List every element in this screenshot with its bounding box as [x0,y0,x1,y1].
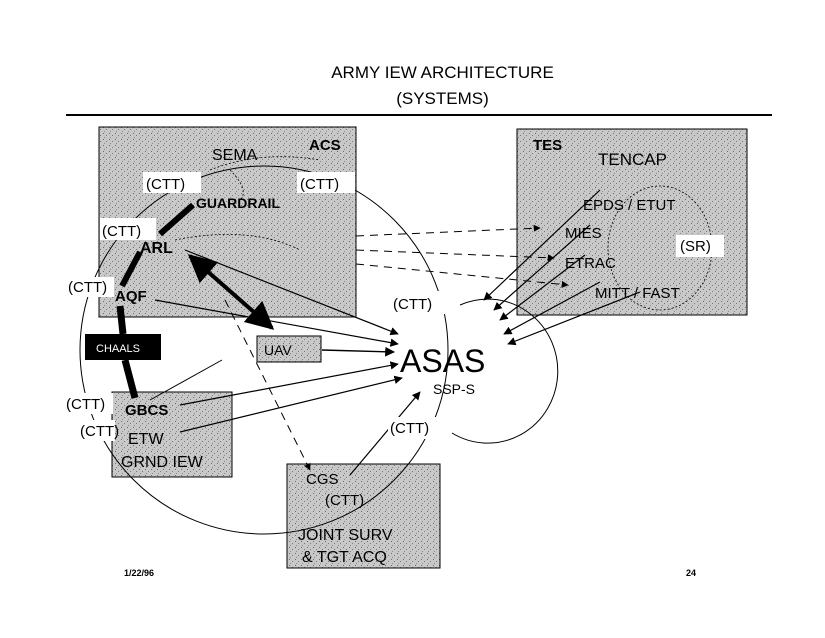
ctt-label-4: (CTT) [68,279,107,296]
dotted-sema-guardrail [229,169,244,201]
uav-label: UAV [264,342,292,358]
aqf-asas-arrow [154,299,399,347]
footer-page-number: 24 [686,568,697,578]
ctt-bg-8 [65,393,113,414]
ctt-bg-3 [100,218,156,240]
grnd-iew-label: GRND IEW [121,454,204,471]
arl-asas-arrow [184,249,399,336]
guardrail-arl-link [158,202,195,237]
etw-asas-arrow [179,375,403,433]
ctt-label-5: (CTT) [393,296,432,313]
cgs-label: CGS [306,471,339,488]
mies-label: MIES [565,225,602,242]
sema-label: SEMA [212,147,258,164]
ctt-bg-9 [79,420,115,441]
dashed-link-1 [355,224,541,237]
etrac-label: ETRAC [565,255,616,272]
diagram-subtitle: (SYSTEMS) [396,89,489,108]
joint-surv-panel [286,463,441,569]
ctt-bg-6 [676,235,724,257]
etw-label: ETW [128,431,164,448]
mitt-fast-label: MITT / FAST [595,285,680,302]
uav-box [256,335,322,363]
ctt-label-7: (CTT) [390,420,429,437]
joint-surv-label: JOINT SURV [298,527,393,544]
ssp-s-label: SSP-S [433,381,475,397]
ctt-bg-7 [388,417,450,439]
mitt-asas-arrow [503,281,601,335]
gbcs-aqf-arrow [149,359,223,401]
arl-uav-arrow [187,254,275,330]
ctt-label-2: (CTT) [300,176,339,193]
guardrail-label: GUARDRAIL [196,195,280,211]
ctt-bg-1 [143,172,201,193]
sr-label: (SR) [680,238,711,255]
ctt-label-3: (CTT) [102,223,141,240]
asas-circle [451,298,559,444]
ctt-bg-5 [390,291,450,314]
etrac-asas-arrow [493,224,591,311]
ctt-label-9: (CTT) [80,423,119,440]
diagram-title: ARMY IEW ARCHITECTURE [331,63,554,82]
ctt-label-1: (CTT) [146,176,185,193]
aqf-chaals-link [116,305,127,335]
chaals-label: CHAALS [96,343,140,355]
title-rule [66,114,772,116]
tes-label: TES [533,137,562,154]
mitt2-asas-arrow [507,291,641,346]
epds-etut-label: EPDS / ETUT [583,197,676,214]
dotted-arl-cluster [174,234,301,251]
dashed-link-cgs [224,299,311,471]
cgs-asas-arrow [349,391,421,476]
footer-date: 1/22/96 [124,568,155,578]
tgt-acq-label: & TGT ACQ [302,549,387,566]
dashed-link-3 [355,263,569,288]
tencap-label: TENCAP [598,150,667,169]
gbcs-label: GBCS [125,402,168,419]
ground-systems-panel [111,391,233,478]
ctt-bg-2 [297,172,355,193]
asas-label: ASAS [400,343,485,379]
uav-asas-arrow [321,346,395,357]
arl-aqf-link [119,250,143,288]
ctt-bg-4 [68,277,114,297]
mies-asas-arrow [483,189,601,301]
comms-ring [79,165,449,535]
aqf-label: AQF [115,288,147,305]
chaals-gbcs-link [121,359,139,399]
arl-label: ARL [140,240,173,257]
gbcs-asas-arrow [179,361,399,406]
dashed-link-2 [355,249,555,262]
ctt-label-10: (CTT) [325,492,364,509]
ctt-label-8: (CTT) [66,396,105,413]
acs-label: ACS [309,137,341,154]
chaals-box [85,334,161,360]
etrac2-asas-arrow [499,254,586,321]
